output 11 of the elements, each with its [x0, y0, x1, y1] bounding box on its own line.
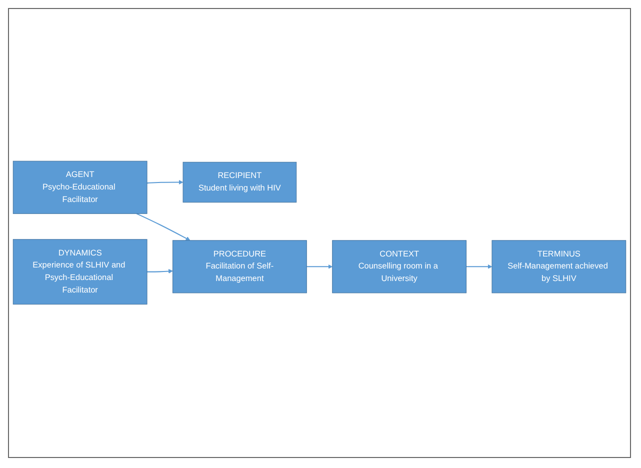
arrow — [147, 269, 173, 274]
node-box: RECIPIENT Student living with HIV — [182, 162, 297, 203]
node-box: PROCEDURE Facilitation of Self-Management — [172, 240, 307, 294]
arrow — [136, 213, 190, 241]
arrow — [306, 264, 333, 270]
node-box: CONTEXT Counselling room in a University — [332, 240, 466, 294]
arrow — [466, 264, 492, 270]
arrow — [146, 180, 184, 185]
node-box: AGENT Psycho-Educational Facilitator — [12, 161, 148, 214]
node-box: TERMINUS Self-Management achieved by SLHIV — [492, 240, 626, 294]
node-box: DYNAMICS Experience of SLHIV and Psych-Educational Facilitator — [12, 239, 148, 305]
